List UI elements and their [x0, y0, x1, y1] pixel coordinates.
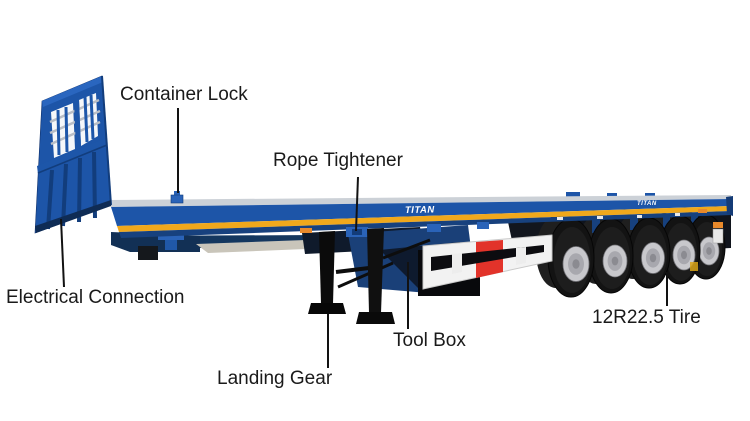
label-rope-tightener: Rope Tightener: [273, 150, 403, 171]
wheel-1: [547, 218, 595, 298]
headboard: [34, 75, 112, 234]
container-lock: [170, 191, 184, 204]
wheels: [547, 214, 726, 298]
wheel-3: [627, 217, 671, 289]
wheel-4: [659, 215, 701, 285]
electrical-connection-line: [60, 218, 65, 288]
deck-top: [106, 195, 731, 207]
label-tool-box: Tool Box: [393, 330, 466, 351]
label-electrical-connection: Electrical Connection: [6, 287, 185, 308]
orange-reflector: [300, 228, 312, 233]
label-tire: 12R22.5 Tire: [592, 307, 701, 328]
leader-lines: [60, 108, 668, 368]
electrical-connection-area: [35, 200, 111, 233]
rope-tightener-line: [355, 176, 359, 232]
wheel-2: [588, 218, 634, 294]
gooseneck-underbody: [111, 231, 320, 260]
deck: TITAN TITAN: [106, 191, 733, 244]
label-container-lock: Container Lock: [120, 84, 248, 105]
yellow-stripe: [117, 206, 731, 232]
rear-end-cap: [726, 196, 733, 216]
side-guard: [422, 234, 553, 290]
landing-gear: [308, 228, 431, 324]
brand-logo-small: TITAN: [637, 201, 657, 207]
deck-side-rail: [111, 199, 731, 226]
rear-light: [712, 228, 724, 244]
label-landing-gear: Landing Gear: [217, 368, 333, 389]
brand-logo-large: TITAN: [405, 204, 436, 216]
